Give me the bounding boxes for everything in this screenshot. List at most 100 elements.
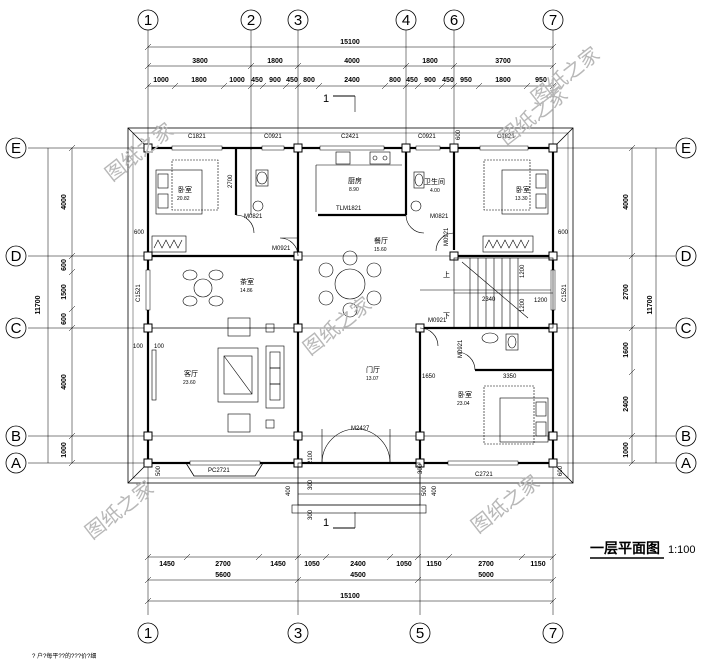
axis-label-C-left: C bbox=[11, 320, 22, 337]
window-codes: C1821 C0921 C2421 C0921 C1821 C1521 C152… bbox=[136, 134, 568, 478]
room-name-dining: 餐厅 bbox=[374, 236, 388, 245]
misc-dim-5: 600 bbox=[558, 465, 564, 476]
dim-bottom-total: 15100 bbox=[340, 593, 360, 600]
axis-label-B-right: B bbox=[681, 428, 691, 445]
sofa-set bbox=[151, 317, 285, 433]
dim-right-segment-labels: 4000 2700 1600 2400 1000 bbox=[623, 194, 630, 458]
axis-bubbles-bottom: 1 3 5 7 bbox=[137, 622, 564, 644]
axis-label-D-right: D bbox=[681, 248, 692, 265]
dim-top-row2-6: 450 bbox=[286, 77, 298, 84]
misc-dim-19: 400 bbox=[432, 485, 438, 496]
misc-dim-9: 1200 bbox=[520, 264, 526, 278]
axis-bubbles-top: 1 2 3 4 6 7 bbox=[137, 9, 564, 31]
room-name-bedroom-1: 卧室 bbox=[178, 185, 192, 194]
dim-right-seg-5: 1000 bbox=[623, 442, 630, 458]
misc-dim-12: 100 bbox=[133, 344, 144, 350]
window-code-1: C1821 bbox=[188, 134, 206, 140]
dim-bottom-row1-6: 1050 bbox=[396, 561, 412, 568]
dim-bottom-row1-labels: 1450 2700 1450 1050 2400 1050 1150 2700 … bbox=[159, 561, 545, 568]
dim-top-row1-d: 1800 bbox=[422, 58, 438, 65]
dim-top-row2-10: 450 bbox=[406, 77, 418, 84]
axis-label-7-bottom: 7 bbox=[549, 625, 557, 642]
wall-thin-lines bbox=[148, 148, 553, 329]
dim-top-row1-labels: 3800 1800 4000 1800 3700 bbox=[192, 58, 511, 65]
misc-dim-21: 500 bbox=[422, 485, 428, 496]
axis-label-B-left: B bbox=[11, 428, 21, 445]
misc-dim-4: 600 bbox=[456, 129, 462, 140]
door-code-1: M0821 bbox=[244, 214, 263, 220]
room-labels: 卧室 20.82 厨房 8.90 卫生间 4.00 卧室 13.30 餐厅 15… bbox=[177, 176, 530, 407]
room-area-foyer: 13.07 bbox=[366, 376, 379, 382]
dim-right-total: 11700 bbox=[647, 295, 654, 314]
stair-down-label: 下 bbox=[443, 312, 450, 320]
dim-top-total: 15100 bbox=[340, 39, 360, 46]
misc-dim-15: 300 bbox=[308, 479, 314, 490]
watermark-4: 图纸之家 bbox=[298, 292, 376, 360]
dim-top-row2-15: 950 bbox=[535, 77, 547, 84]
side-dimensions bbox=[47, 144, 657, 467]
misc-dim-8: 2340 bbox=[482, 297, 496, 303]
bathroom-fixtures bbox=[252, 169, 519, 351]
dim-bottom-row1-1: 1450 bbox=[159, 561, 175, 568]
tea-table bbox=[182, 269, 224, 307]
dim-right-seg-4: 2400 bbox=[623, 396, 630, 412]
axis-label-C-right: C bbox=[681, 320, 692, 337]
bottom-dimensions bbox=[144, 553, 557, 605]
axis-label-2-top: 2 bbox=[247, 12, 255, 29]
top-dimensions bbox=[144, 43, 557, 90]
dim-top-row2-12: 450 bbox=[442, 77, 454, 84]
drawing-title: 一层平面图 bbox=[590, 540, 660, 556]
room-area-bedroom-2: 13.30 bbox=[515, 196, 528, 202]
room-name-bathroom: 卫生间 bbox=[424, 177, 445, 186]
bay-window bbox=[185, 462, 264, 477]
door-code-main: M2427 bbox=[351, 426, 370, 432]
dim-top-row1-c: 4000 bbox=[344, 58, 360, 65]
dim-top-row2-1: 1000 bbox=[153, 77, 169, 84]
bed-bedroom-2 bbox=[483, 159, 549, 215]
wardrobes bbox=[151, 235, 534, 253]
dim-top-row2-8: 2400 bbox=[344, 77, 360, 84]
dim-bottom-row2-2: 4500 bbox=[350, 572, 366, 579]
dim-bottom-row2-labels: 5600 4500 5000 bbox=[215, 572, 494, 579]
dim-bottom-row1-7: 1150 bbox=[426, 561, 441, 568]
staircase bbox=[453, 257, 554, 329]
section-marks bbox=[333, 95, 356, 529]
door-code-7: M0921 bbox=[458, 339, 464, 358]
axis-bubbles-right: E D C B A bbox=[675, 137, 697, 474]
dim-top-row2-2: 1800 bbox=[191, 77, 207, 84]
room-name-bedroom-2: 卧室 bbox=[516, 185, 530, 194]
bed-bedroom-1 bbox=[155, 159, 219, 215]
misc-dim-7: 3350 bbox=[503, 374, 517, 380]
room-area-kitchen: 8.90 bbox=[349, 187, 359, 193]
misc-dim-17: 300 bbox=[418, 463, 424, 474]
dim-top-row2-5: 900 bbox=[269, 77, 281, 84]
kitchen-fixtures bbox=[335, 151, 391, 165]
axis-label-7-top: 7 bbox=[549, 12, 557, 29]
axis-label-A-right: A bbox=[681, 455, 691, 472]
dim-top-row1-a: 3800 bbox=[192, 58, 208, 65]
dim-top-row2-4: 450 bbox=[251, 77, 263, 84]
axis-label-E-right: E bbox=[681, 140, 691, 157]
misc-dim-20: 500 bbox=[156, 465, 162, 476]
window-code-4: C0921 bbox=[418, 134, 436, 140]
misc-dim-1: 2700 bbox=[228, 174, 234, 188]
axis-bubbles-left: E D C B A bbox=[5, 137, 27, 474]
dim-left-segment-labels: 4000 600 1500 600 4000 1000 bbox=[61, 194, 68, 458]
misc-dim-6: 1650 bbox=[422, 374, 436, 380]
dim-top-row2-13: 950 bbox=[460, 77, 472, 84]
room-area-living: 23.60 bbox=[183, 380, 196, 386]
misc-dim-2: 600 bbox=[134, 230, 145, 236]
dim-left-seg-2: 600 bbox=[61, 259, 68, 271]
room-area-bedroom-3: 23.04 bbox=[457, 401, 470, 407]
misc-dim-13: 100 bbox=[154, 344, 165, 350]
window-code-5: C1821 bbox=[497, 134, 515, 140]
dim-bottom-row2-1: 5600 bbox=[215, 572, 231, 579]
dim-left-seg-1: 4000 bbox=[61, 194, 68, 210]
room-area-tea-room: 14.86 bbox=[240, 288, 253, 294]
misc-dim-3: 600 bbox=[558, 230, 569, 236]
misc-dim-11: 1200 bbox=[534, 298, 548, 304]
dim-left-seg-3: 1500 bbox=[61, 284, 68, 300]
door-code-3: TLM1821 bbox=[336, 206, 362, 212]
watermark-6: 图纸之家 bbox=[466, 470, 544, 538]
